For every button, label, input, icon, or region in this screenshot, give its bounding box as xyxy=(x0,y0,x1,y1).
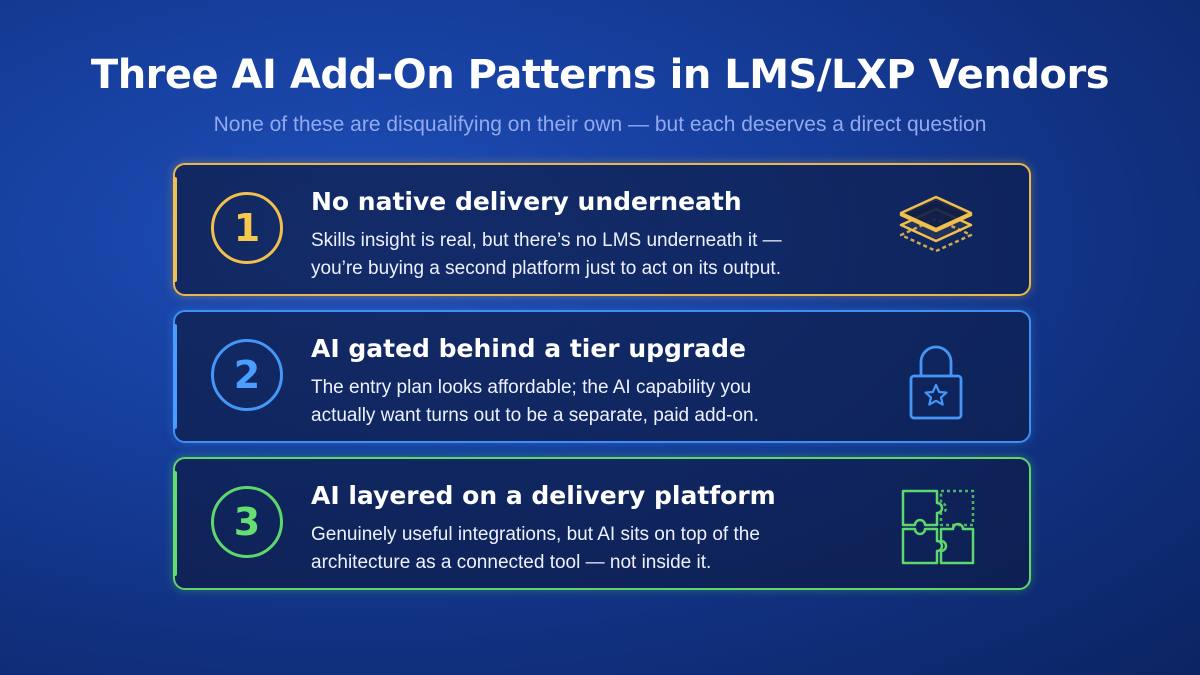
stacked-layers-icon xyxy=(899,195,973,253)
card-title: AI gated behind a tier upgrade xyxy=(311,334,746,363)
description-line: you’re buying a second platform just to … xyxy=(311,258,781,279)
pattern-card-1: 1 No native delivery underneath Skills i… xyxy=(173,163,1031,296)
card-title: AI layered on a delivery platform xyxy=(311,481,776,510)
card-description: The entry plan looks affordable; the AI … xyxy=(311,374,871,430)
number-badge: 1 xyxy=(211,192,283,264)
padlock-star-icon xyxy=(909,345,963,420)
puzzle-pieces-icon xyxy=(901,489,975,565)
card-title: No native delivery underneath xyxy=(311,187,742,216)
description-line: Genuinely useful integrations, but AI si… xyxy=(311,524,760,545)
pattern-card-2: 2 AI gated behind a tier upgrade The ent… xyxy=(173,310,1031,443)
description-line: architecture as a connected tool — not i… xyxy=(311,552,712,573)
description-line: The entry plan looks affordable; the AI … xyxy=(311,377,752,398)
page-title: Three AI Add-On Patterns in LMS/LXP Vend… xyxy=(90,52,1110,98)
description-line: actually want turns out to be a separate… xyxy=(311,405,759,426)
description-line: Skills insight is real, but there’s no L… xyxy=(311,230,782,251)
card-description: Skills insight is real, but there’s no L… xyxy=(311,227,871,283)
page-subtitle: None of these are disqualifying on their… xyxy=(213,113,987,136)
card-description: Genuinely useful integrations, but AI si… xyxy=(311,521,871,577)
number-badge: 2 xyxy=(211,339,283,411)
number-badge: 3 xyxy=(211,486,283,558)
pattern-card-3: 3 AI layered on a delivery platform Genu… xyxy=(173,457,1031,590)
